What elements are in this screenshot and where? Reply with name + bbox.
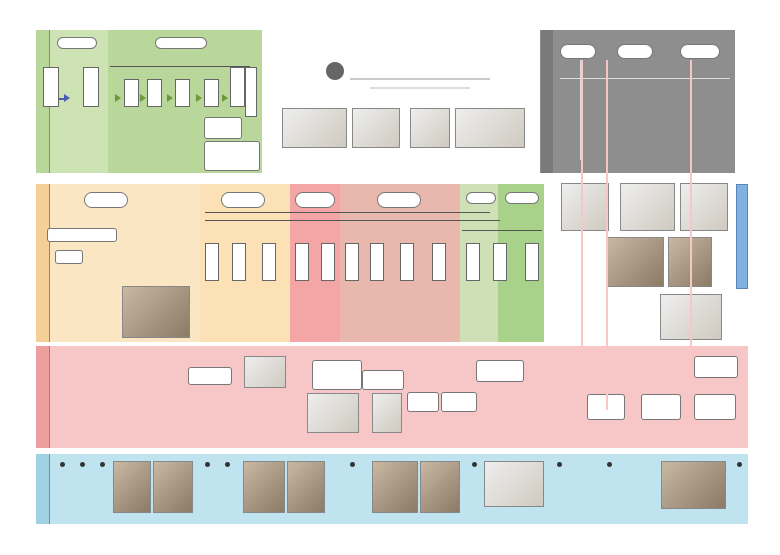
- design-step-12[interactable]: [525, 243, 539, 281]
- phase-2-label: [221, 192, 265, 208]
- design-step-5[interactable]: [321, 243, 335, 281]
- company-logo: [326, 62, 344, 80]
- land-arrow-6: [222, 94, 228, 102]
- completion-bar: [736, 184, 748, 289]
- design-step-4[interactable]: [295, 243, 309, 281]
- land-step-6[interactable]: [204, 79, 219, 107]
- design-step-11[interactable]: [493, 243, 507, 281]
- land-step-3[interactable]: [124, 79, 139, 107]
- money-box-design-contract: [188, 367, 232, 385]
- construction-foundation: [560, 44, 596, 59]
- design-lane-label: [36, 184, 50, 342]
- design-duration-line-2: [205, 212, 490, 213]
- phase-1-label: [84, 192, 128, 208]
- house-photo-3: [410, 108, 450, 148]
- land-connector-1: [59, 98, 65, 100]
- land-step-4[interactable]: [147, 79, 162, 107]
- event-photo-7: [484, 461, 544, 507]
- money-box-construction-3: [694, 394, 736, 420]
- money-lane-label: [36, 346, 50, 448]
- company-address: [350, 78, 490, 80]
- design-step-3[interactable]: [262, 243, 276, 281]
- money-box-construction-2: [641, 394, 681, 420]
- phase-3-label: [295, 192, 335, 208]
- design-duration-line-3: [290, 220, 500, 221]
- timeline-line-1: [581, 60, 583, 410]
- event-bullet-6: [350, 462, 355, 467]
- event-bullet-2: [80, 462, 85, 467]
- land-step-5[interactable]: [175, 79, 190, 107]
- money-box-design-fee-3: [694, 356, 738, 378]
- event-bullet-9: [607, 462, 612, 467]
- money-photo-3: [372, 393, 402, 433]
- land-phase-search: [57, 37, 97, 49]
- event-photo-3: [243, 461, 285, 513]
- events-lane-label: [36, 454, 50, 524]
- construction-photo-3: [680, 183, 728, 231]
- company-url: [370, 87, 470, 89]
- land-note-2: [204, 141, 260, 171]
- event-bullet-8: [557, 462, 562, 467]
- phase-4-label: [377, 192, 421, 208]
- money-box-settlement: [441, 392, 477, 412]
- house-photo-1: [282, 108, 347, 148]
- design-step-10[interactable]: [466, 243, 480, 281]
- phase-5-label: [466, 192, 496, 204]
- design-step-7[interactable]: [370, 243, 384, 281]
- land-step-8[interactable]: [245, 67, 257, 117]
- design-step-6[interactable]: [345, 243, 359, 281]
- land-duration-line: [110, 66, 250, 67]
- seminar-photo: [122, 286, 190, 338]
- consultation-box: [55, 250, 83, 264]
- land-step-2[interactable]: [83, 67, 99, 107]
- construction-photo-1: [561, 183, 609, 231]
- house-photo-2: [352, 108, 400, 148]
- land-arrow-1: [64, 94, 70, 102]
- event-bullet-3: [100, 462, 105, 467]
- event-bullet-5: [225, 462, 230, 467]
- land-arrow-3: [140, 94, 146, 102]
- money-box-loan: [407, 392, 439, 412]
- event-photo-2: [153, 461, 193, 513]
- design-step-1[interactable]: [205, 243, 219, 281]
- event-bullet-1: [60, 462, 65, 467]
- phase-6-label: [505, 192, 539, 204]
- construction-finishing: [680, 44, 720, 59]
- land-phase-purchase: [155, 37, 207, 49]
- design-step-9[interactable]: [432, 243, 446, 281]
- design-step-8[interactable]: [400, 243, 414, 281]
- event-photo-8: [661, 461, 726, 509]
- event-photo-4: [287, 461, 325, 513]
- land-note-1: [204, 117, 242, 139]
- event-photo-1: [113, 461, 151, 513]
- land-arrow-2: [115, 94, 121, 102]
- money-box-survey: [362, 370, 404, 390]
- design-step-2[interactable]: [232, 243, 246, 281]
- design-duration-line-4: [462, 230, 542, 231]
- seminar-box: [47, 228, 117, 242]
- money-photo-2: [307, 393, 359, 433]
- construction-photo-2: [620, 183, 675, 231]
- construction-carpentry: [617, 44, 653, 59]
- event-photo-5: [372, 461, 418, 513]
- ceremony-photo-1: [606, 237, 664, 287]
- money-box-design-fee-1: [312, 360, 362, 390]
- event-bullet-10: [737, 462, 742, 467]
- money-box-design-fee-2: [476, 360, 524, 382]
- event-photo-6: [420, 461, 460, 513]
- money-photo-1: [244, 356, 286, 388]
- design-duration-line-1: [205, 220, 290, 221]
- event-bullet-7: [472, 462, 477, 467]
- event-bullet-4: [205, 462, 210, 467]
- timeline-line-3: [690, 60, 692, 410]
- construction-duration-line: [560, 78, 730, 79]
- construction-label: [541, 30, 553, 173]
- land-step-1[interactable]: [43, 67, 59, 107]
- land-step-7[interactable]: [230, 67, 245, 107]
- land-arrow-4: [167, 94, 173, 102]
- timeline-line-2: [606, 60, 608, 410]
- house-photo-4: [455, 108, 525, 148]
- land-arrow-5: [196, 94, 202, 102]
